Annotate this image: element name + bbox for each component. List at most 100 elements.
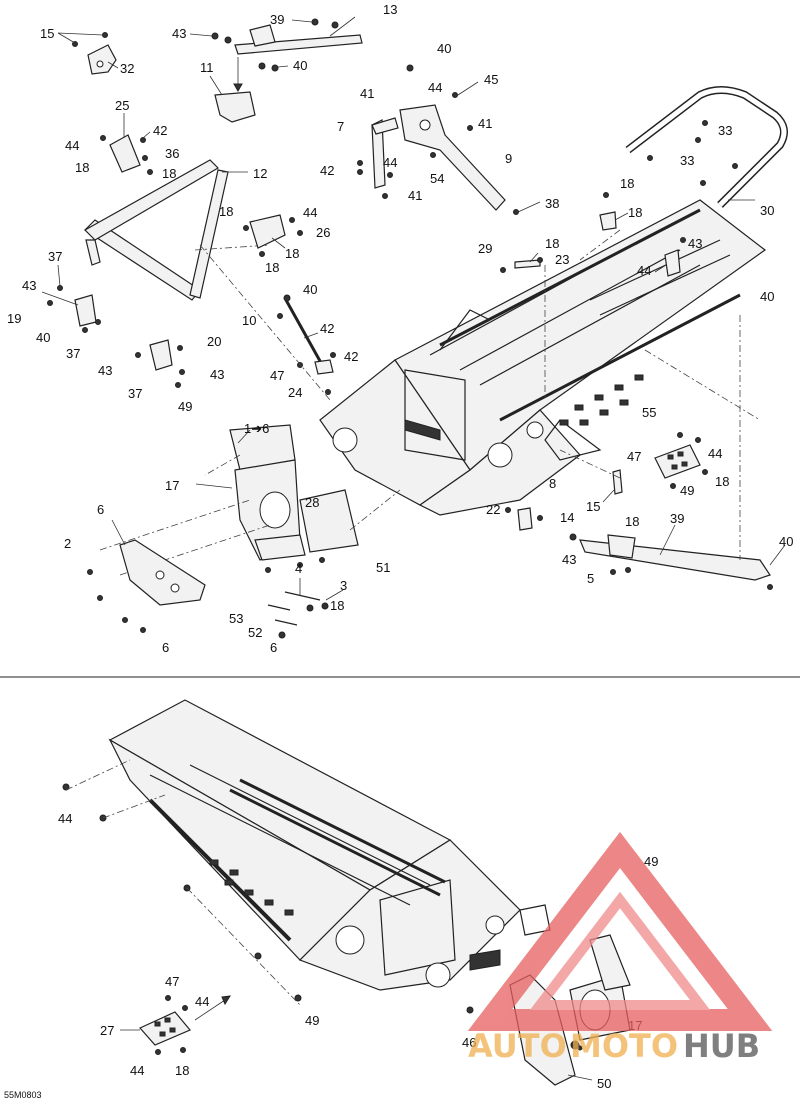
callout: 40: [760, 289, 774, 304]
callout: 9: [505, 151, 512, 166]
callout: 43: [562, 552, 576, 567]
callout: 13: [383, 2, 397, 17]
callout: 18: [285, 246, 299, 261]
callout: 46: [462, 1035, 476, 1050]
callout: 40: [437, 41, 451, 56]
callout: 22: [486, 502, 500, 517]
callout: 5: [587, 571, 594, 586]
callout: 11: [200, 60, 214, 75]
part-30-loop: [625, 86, 788, 208]
callout: 42: [344, 349, 358, 364]
part-8-strip: [602, 469, 623, 503]
callout: 18: [219, 204, 233, 219]
watermark-logo: AUTO MOTO HUB: [467, 831, 773, 1065]
part-28-footrest: [654, 432, 708, 489]
part-24-bracket: [654, 237, 686, 277]
callout: 28: [305, 495, 319, 510]
part-7-arm: [357, 117, 399, 199]
part-10-rod: [277, 294, 336, 395]
callout: 37: [66, 346, 80, 361]
callout: 49: [305, 1013, 319, 1028]
callout: 43: [688, 236, 702, 251]
part-5-plate: [87, 519, 206, 633]
part-29-strip: [500, 252, 543, 273]
callout: 39: [270, 12, 284, 27]
callout: 44: [130, 1063, 144, 1078]
callout: 49: [644, 854, 658, 869]
callout: 18: [265, 260, 279, 275]
callout: 18: [75, 160, 89, 175]
callout: 42: [320, 321, 334, 336]
callout: 3: [340, 578, 347, 593]
diagram-reference-code: 55M0803: [4, 1090, 42, 1100]
watermark-hub: HUB: [683, 1027, 760, 1065]
part-25-bracket: [100, 113, 153, 175]
callout: 24: [288, 385, 302, 400]
callout: 18: [175, 1063, 189, 1078]
part-32-bracket: [57, 32, 119, 75]
callout: 18: [330, 598, 344, 613]
callout: 19: [7, 311, 21, 326]
dash-lines-top: [199, 229, 761, 560]
callout: 7: [337, 119, 344, 134]
callout: 8: [549, 476, 556, 491]
callout: 38: [545, 196, 559, 211]
callout: 6: [270, 640, 277, 655]
callout: 14: [560, 510, 574, 525]
callout: 40: [779, 534, 793, 549]
callout: 18: [715, 474, 729, 489]
callout: 44: [65, 138, 79, 153]
callout: 20: [207, 334, 221, 349]
part-9-arm: [399, 64, 541, 215]
part-20-bracket: [135, 339, 185, 388]
callout: 27: [100, 1023, 114, 1038]
callout: 23: [555, 252, 569, 267]
main-chassis-bottom: [62, 699, 551, 1006]
callout: 18: [625, 514, 639, 529]
callout: 41: [360, 86, 374, 101]
callout: 25: [115, 98, 129, 113]
callout: 51: [376, 560, 390, 575]
callout: 44: [637, 263, 651, 278]
callout: 18: [162, 166, 176, 181]
callout: 37: [48, 249, 62, 264]
callout: 42: [320, 163, 334, 178]
part-23-bracket: [599, 192, 629, 231]
part-22-bracket: [505, 507, 543, 531]
callout: 18: [620, 176, 634, 191]
callout: 49: [680, 483, 694, 498]
part-12-frame: [84, 159, 271, 301]
callout: 12: [253, 166, 267, 181]
callout: 41: [408, 188, 422, 203]
callout: 49: [178, 399, 192, 414]
callout: 18: [628, 205, 642, 220]
callout: 44: [383, 155, 397, 170]
callout: 6: [97, 502, 104, 517]
callout: 15: [40, 26, 54, 41]
callout: 2: [64, 536, 71, 551]
callout: 29: [478, 241, 492, 256]
callout: 33: [718, 123, 732, 138]
callout: 6: [162, 640, 169, 655]
watermark-moto: MOTO: [570, 1027, 678, 1065]
callout: 18: [545, 236, 559, 251]
callout: 43: [172, 26, 186, 41]
callout: 17: [165, 478, 179, 493]
watermark-auto: AUTO: [468, 1027, 567, 1065]
callout: 1➔6: [244, 421, 269, 436]
part-19-bracket: [41, 264, 101, 333]
callouts-top: 15 32 43 39 13 40 11 40 44 45 41 41 7 9 …: [7, 2, 793, 655]
part-11-bracket: [209, 57, 256, 123]
callout: 43: [98, 363, 112, 378]
callout: 47: [270, 368, 284, 383]
callout: 33: [680, 153, 694, 168]
callout: 43: [210, 367, 224, 382]
callout: 37: [128, 386, 142, 401]
callout: 30: [760, 203, 774, 218]
callout: 4: [295, 561, 302, 576]
part-26-bracket: [243, 214, 303, 257]
callout: 41: [478, 116, 492, 131]
callout: 40: [293, 58, 307, 73]
callout: 26: [316, 225, 330, 240]
